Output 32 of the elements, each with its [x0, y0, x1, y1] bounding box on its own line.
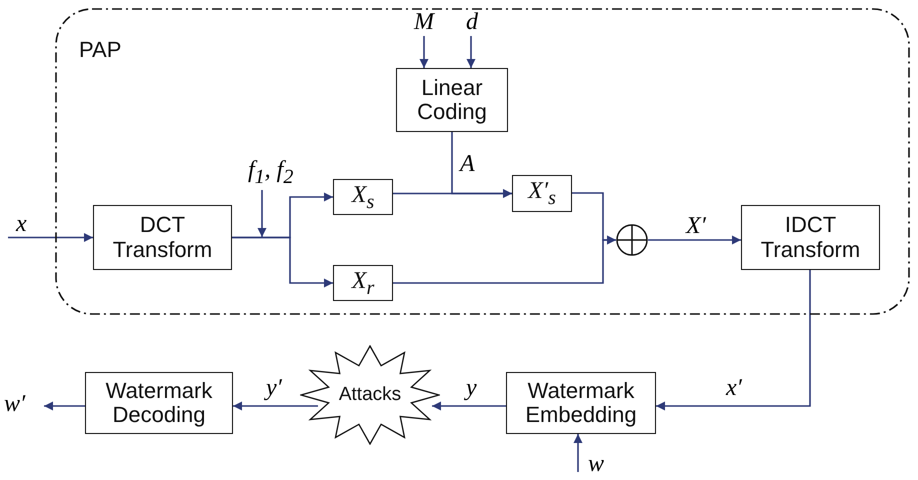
- attack-starburst: [300, 345, 440, 445]
- summation-circle: [616, 224, 648, 256]
- process-region: [55, 8, 910, 315]
- node-label: Watermark Decoding: [104, 378, 214, 428]
- arrow: [8, 233, 93, 242]
- arrow: [466, 36, 476, 68]
- arrow: [393, 189, 512, 198]
- signal-box: [333, 179, 393, 215]
- arrow: [393, 236, 616, 284]
- arrow: [232, 236, 333, 288]
- node-label: X$_{s}$: [352, 182, 374, 212]
- node-label: DCT Transform: [112, 213, 214, 262]
- node-label: Linear Coding: [416, 76, 488, 124]
- signal-box: [512, 175, 572, 212]
- arrow: [432, 402, 506, 410]
- signal-box: [333, 265, 393, 301]
- arrow: [44, 402, 85, 410]
- node-label: X′$_{s}$: [528, 178, 556, 209]
- node-label: X$_{r}$: [352, 268, 374, 298]
- node-label: Watermark Embedding: [524, 378, 638, 428]
- arrow: [420, 36, 428, 68]
- process-box: [85, 372, 233, 434]
- process-box: [396, 68, 508, 132]
- process-box: [506, 372, 656, 434]
- process-box: [93, 205, 232, 270]
- node-label: Attacks: [338, 384, 402, 406]
- region-title: PAP: [79, 38, 122, 62]
- node-label: IDCT Transform: [760, 213, 862, 262]
- arrow: [656, 270, 811, 410]
- arrow: [648, 236, 741, 244]
- edge-label: y′: [264, 376, 284, 400]
- arrow: [574, 434, 582, 472]
